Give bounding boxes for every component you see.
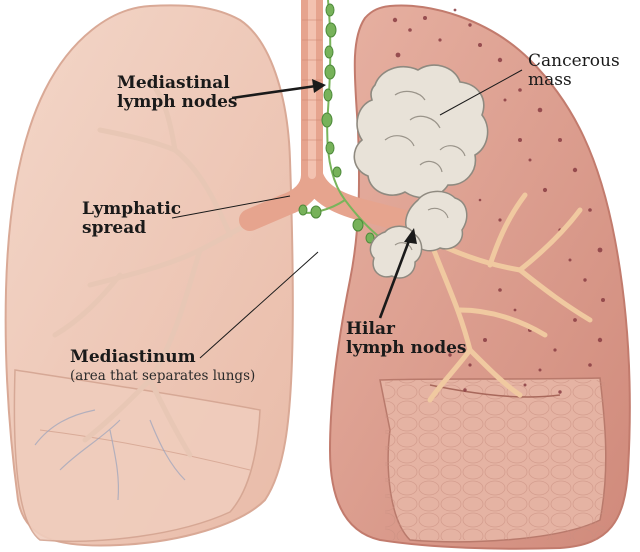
label-hilar-line1: Hilar [346, 319, 395, 339]
label-cancerous-line2: mass [528, 70, 572, 91]
label-cancerous-mass: Cancerous mass [528, 51, 620, 91]
label-lymphatic-line2: spread [82, 218, 147, 239]
mediastinal-arrowhead [312, 79, 326, 93]
mediastinal-lymph-nodes [298, 3, 375, 244]
label-mediastinum: Mediastinum (area that separates lungs) [70, 347, 256, 385]
tumor-spots [388, 8, 605, 394]
label-cancerous-line1: Cancerous [528, 51, 620, 71]
label-mediastinal-line1: Mediastinal [117, 73, 230, 93]
label-mediastinum-subtitle: (area that separates lungs) [70, 368, 256, 385]
leader-lines [171, 69, 523, 359]
label-lymphatic-line1: Lymphatic [82, 199, 182, 219]
cancerous-mass [353, 64, 489, 199]
label-mediastinal-lymph-nodes: Mediastinal lymph nodes [117, 73, 238, 113]
label-mediastinum-title: Mediastinum [70, 347, 196, 367]
label-hilar-line2: lymph nodes [346, 338, 467, 359]
label-hilar-lymph-nodes: Hilar lymph nodes [346, 319, 467, 359]
hilar-arrowhead [404, 228, 417, 244]
label-lymphatic-spread: Lymphatic spread [82, 199, 182, 239]
label-mediastinal-line2: lymph nodes [117, 92, 238, 113]
